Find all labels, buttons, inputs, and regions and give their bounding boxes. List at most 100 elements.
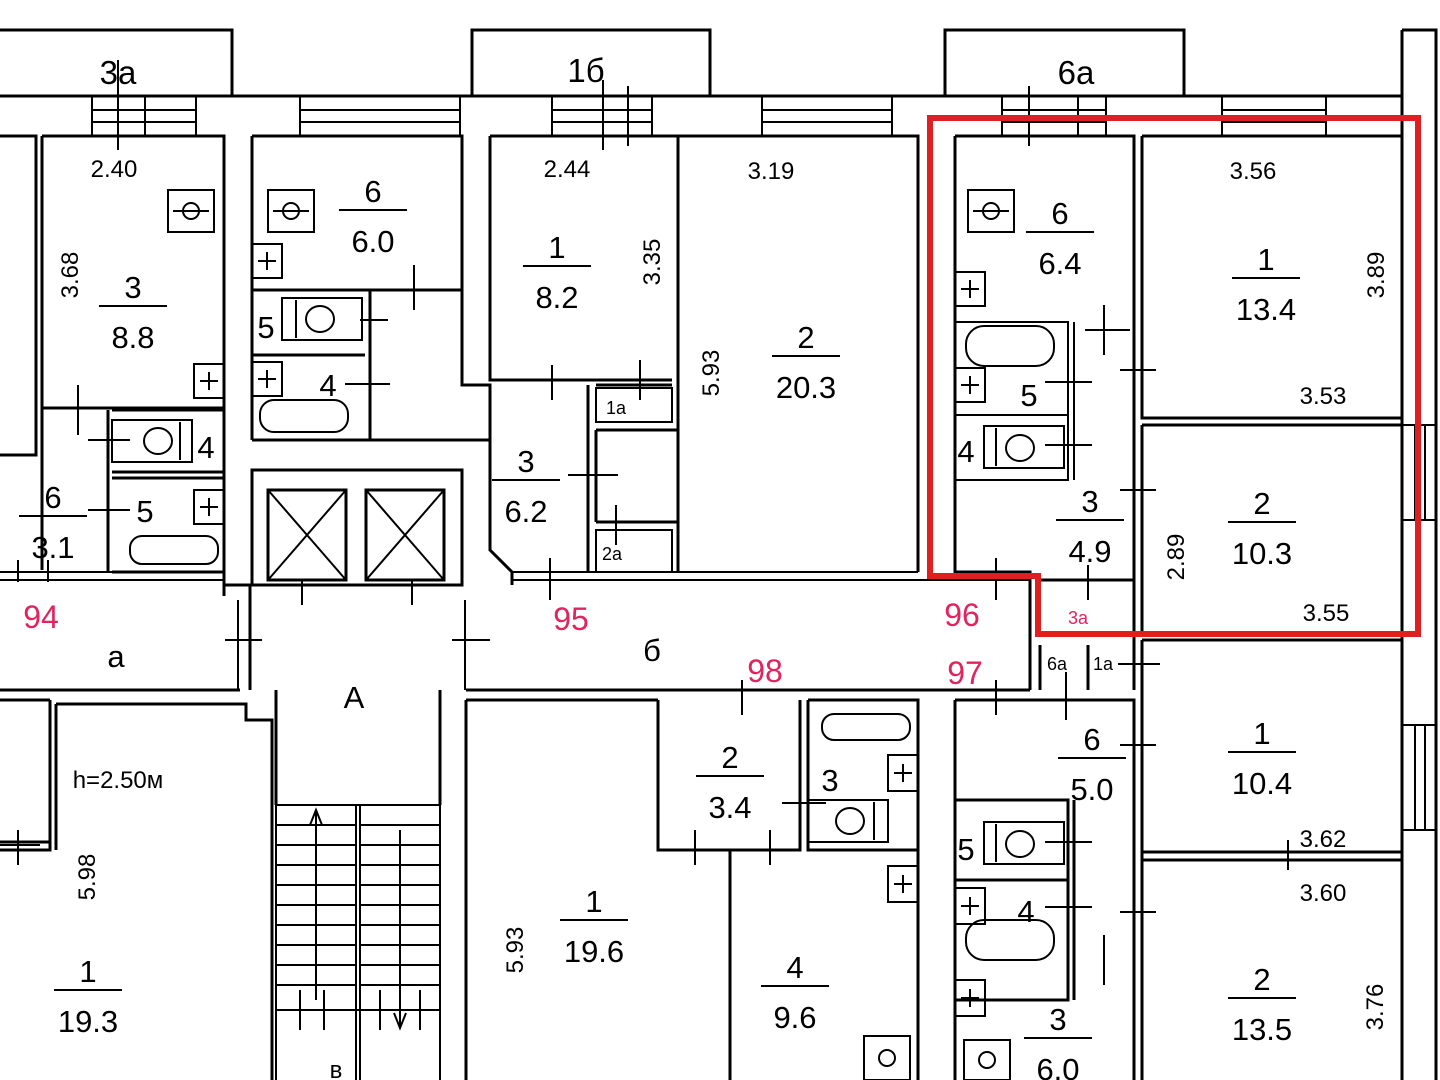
room-number: 2	[721, 740, 738, 775]
corridor-label: а	[107, 639, 125, 674]
room-label: 119.3	[54, 954, 122, 1039]
room-area: 9.6	[773, 1000, 816, 1035]
small-room-number: 1а	[606, 398, 627, 418]
room-area: 6.0	[351, 224, 394, 259]
room-label: 66.4	[1026, 196, 1094, 281]
ceiling-height: h=2.50м	[73, 767, 164, 794]
dimension-label: 5.98	[74, 854, 101, 901]
small-room-number: 4	[197, 430, 214, 465]
apartment-number: 97	[947, 655, 983, 691]
room-area: 13.4	[1236, 292, 1296, 327]
room-label: 220.3	[772, 320, 840, 405]
room-number: 1	[79, 954, 96, 989]
room-number: 2	[1253, 486, 1270, 521]
dimension-label: 5.93	[698, 350, 725, 397]
room-number: 1	[585, 884, 602, 919]
walls	[0, 28, 1438, 1080]
dimension-label: 3.62	[1300, 826, 1347, 853]
apartment-number: 96	[944, 597, 980, 633]
room-area: 13.5	[1232, 1012, 1292, 1047]
room-area: 6.0	[1036, 1052, 1079, 1080]
selected-apartment-outline	[927, 115, 1421, 637]
room-label: 18.2	[523, 230, 591, 315]
room-number: 4	[786, 950, 803, 985]
room-label: 23.4	[696, 740, 764, 825]
small-room-number: 6а	[1047, 654, 1068, 674]
small-room-number: 4	[1017, 894, 1034, 929]
room-number: 6	[1083, 722, 1100, 757]
small-room-number: 4	[957, 434, 974, 469]
room-label: 34.9	[1056, 484, 1124, 569]
dimension-label: 3.56	[1230, 158, 1277, 185]
room-area: 8.8	[111, 320, 154, 355]
room-label: 65.0	[1058, 722, 1126, 807]
room-area: 5.0	[1070, 772, 1113, 807]
dimension-label: 2.40	[91, 156, 138, 183]
room-number: 2	[797, 320, 814, 355]
room-area: 19.3	[58, 1004, 118, 1039]
room-number: 6	[364, 174, 381, 209]
room-area: 3.1	[31, 530, 74, 565]
room-area: 19.6	[564, 934, 624, 969]
dimension-label: 3.89	[1363, 252, 1390, 299]
apartment-number: 94	[23, 599, 59, 635]
room-area: 10.3	[1232, 536, 1292, 571]
room-area: 8.2	[535, 280, 578, 315]
dimension-label: 2.44	[544, 156, 591, 183]
dimension-label: 3.35	[639, 239, 666, 286]
small-room-number: 4	[319, 368, 336, 403]
dimension-label: 3.53	[1300, 383, 1347, 410]
room-number: 3	[517, 444, 534, 479]
small-room-number: 2а	[602, 544, 623, 564]
dimension-label: 3.19	[748, 158, 795, 185]
room-label: 110.4	[1228, 716, 1296, 801]
room-number: 3	[1049, 1002, 1066, 1037]
header-label: 3а	[100, 54, 137, 91]
small-room-number: 5	[257, 310, 274, 345]
room-number: 3	[1081, 484, 1098, 519]
room-label: 38.8	[99, 270, 167, 355]
dimension-label: 2.89	[1163, 534, 1190, 581]
room-label: 213.5	[1228, 962, 1296, 1047]
room-area: 6.4	[1038, 246, 1081, 281]
dimension-label: 3.76	[1362, 984, 1389, 1031]
room-number: 1	[548, 230, 565, 265]
corridor-label: б	[643, 633, 661, 668]
room-number: 3	[124, 270, 141, 305]
dimension-label: 3.60	[1300, 880, 1347, 907]
room-area: 20.3	[776, 370, 836, 405]
room-area: 6.2	[504, 494, 547, 529]
small-room-number: 5	[957, 832, 974, 867]
room-number: 2	[1253, 962, 1270, 997]
small-room-number: 5	[1020, 378, 1037, 413]
room-number: 6	[1051, 196, 1068, 231]
room-area: 3.4	[708, 790, 751, 825]
room-area: 10.4	[1232, 766, 1292, 801]
small-room-number: 3а	[1068, 608, 1089, 628]
small-room-number: 1а	[1093, 654, 1114, 674]
header-label: 1б	[567, 52, 604, 89]
room-number: 6	[44, 480, 61, 515]
room-label: 36.0	[1024, 1002, 1092, 1080]
apartment-number: 98	[747, 653, 783, 689]
room-label: 113.4	[1232, 242, 1300, 327]
header-label: 6а	[1058, 54, 1095, 91]
corridor-label: А	[344, 680, 365, 715]
room-label: 49.6	[761, 950, 829, 1035]
section-headers: 3а 1б 6а	[100, 52, 1095, 91]
dimension-label: 3.55	[1303, 600, 1350, 627]
room-label: 210.3	[1228, 486, 1296, 571]
dimension-label: 3.68	[57, 252, 84, 299]
dimension-labels: 2.40 3.68 2.44 3.35 3.19 5.93 3.56 3.89 3.53 2.89…	[57, 156, 1390, 1030]
room-label: 66.0	[339, 174, 407, 259]
corridor-label: в	[330, 1057, 343, 1080]
small-room-number: 3	[821, 763, 838, 798]
room-number: 1	[1253, 716, 1270, 751]
dimension-label: 5.93	[502, 927, 529, 974]
apartment-number: 95	[553, 601, 589, 637]
room-label: 119.6	[560, 884, 628, 969]
room-number: 1	[1257, 242, 1274, 277]
